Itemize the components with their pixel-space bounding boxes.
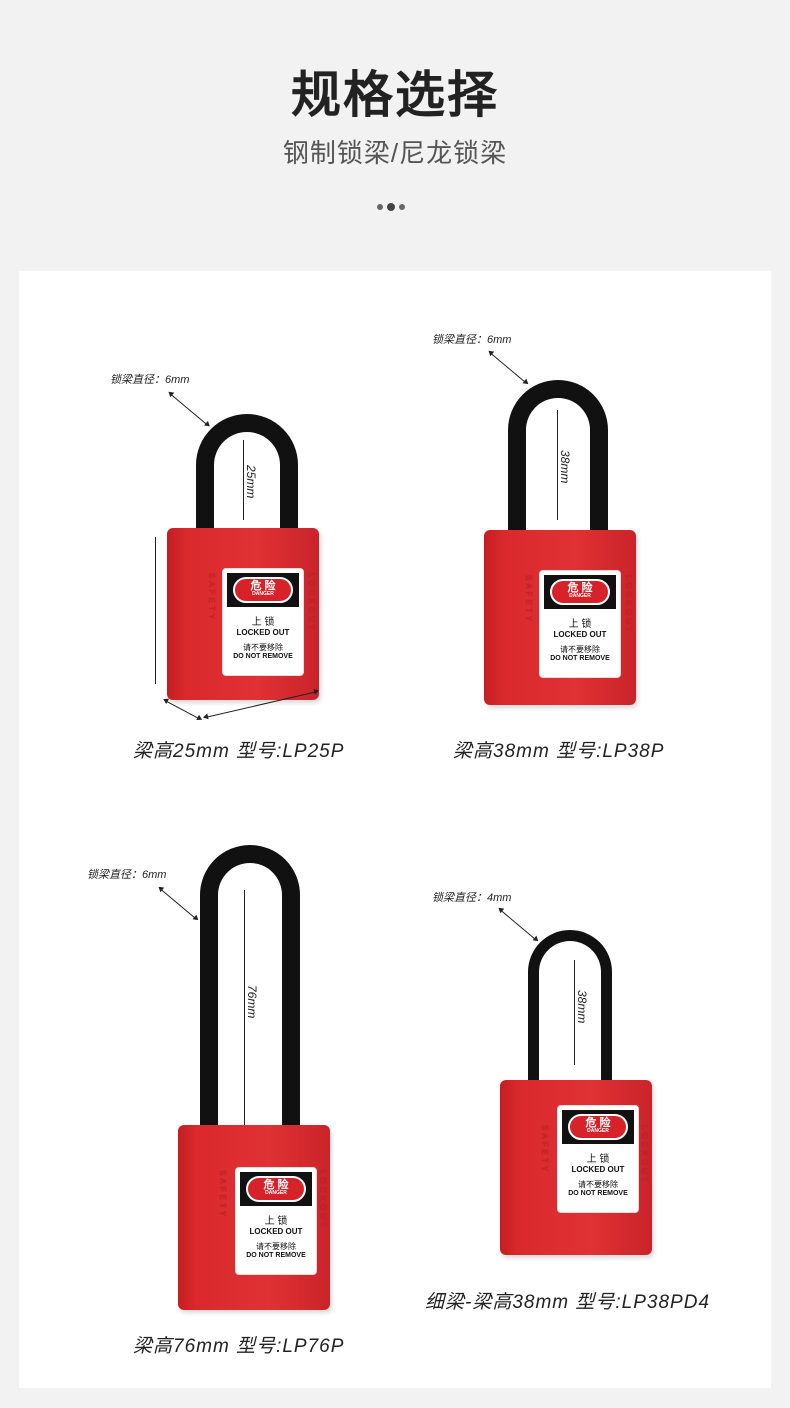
tag-remove-zh: 请不要移除 [578,1180,618,1189]
tag-danger-zh: 危 险 [250,580,276,592]
height-line [244,890,245,1125]
shackle [528,930,612,1090]
height-line [243,440,244,520]
diameter-label: 锁梁直径：6mm [87,869,167,881]
tag-danger-en: DANGER [569,593,591,599]
divider-dots [377,203,405,211]
tag-remove-zh: 请不要移除 [243,643,283,652]
product-caption: 细梁-梁高38mm 型号:LP38PD4 [425,1292,711,1313]
embossed-right: LOCKOUT [318,1170,327,1230]
tag-remove-en: DO NOT REMOVE [550,655,610,662]
product-caption: 梁高25mm 型号:LP25P [133,741,345,762]
embossed-left: SAFETY [540,1125,549,1175]
tag-danger-zh: 危 险 [263,1179,289,1191]
embossed-left: SAFETY [524,575,533,625]
tag-danger-en: DANGER [252,591,274,597]
tag-remove-en: DO NOT REMOVE [233,653,293,660]
embossed-left: SAFETY [207,573,216,623]
tag-locked-zh: 上 锁 [264,1216,288,1227]
height-label: 76mm [245,985,259,1019]
tag-remove-en: DO NOT REMOVE [246,1252,306,1259]
embossed-right: LOCKOUT [307,573,316,633]
tag-locked-zh: 上 锁 [251,617,275,628]
tag-remove-en: DO NOT REMOVE [568,1190,628,1197]
embossed-right: LOCKOUT [624,575,633,635]
tag-locked-en: LOCKED OUT [553,630,607,639]
height-label: 38mm [558,450,572,484]
height-line [574,960,575,1065]
tag-danger-en: DANGER [587,1128,609,1134]
height-line [557,410,558,520]
page-subtitle: 钢制锁梁/尼龙锁梁 [282,138,508,168]
tag-danger-zh: 危 险 [567,582,593,594]
product-caption: 梁高76mm 型号:LP76P [133,1336,345,1357]
tag-danger-zh: 危 险 [585,1117,611,1129]
diameter-label: 锁梁直径：6mm [110,374,190,386]
diameter-label: 锁梁直径：6mm [432,334,512,346]
spec-card [19,271,771,1388]
embossed-right: LOCKOUT [640,1125,649,1185]
tag-remove-zh: 请不要移除 [256,1242,296,1251]
embossed-left: SAFETY [218,1170,227,1220]
tag-danger-en: DANGER [265,1190,287,1196]
height-label: 38mm [575,990,589,1024]
tag-locked-zh: 上 锁 [568,619,592,630]
tag-remove-zh: 请不要移除 [560,645,600,654]
tag-locked-en: LOCKED OUT [571,1165,625,1174]
product-caption: 梁高38mm 型号:LP38P [453,741,665,762]
tag-locked-zh: 上 锁 [586,1154,610,1165]
tag-locked-en: LOCKED OUT [236,628,290,637]
height-label: 25mm [244,465,258,499]
tag-locked-en: LOCKED OUT [249,1227,303,1236]
diameter-label: 锁梁直径：4mm [432,892,512,904]
body-height-line [155,537,156,684]
page-title: 规格选择 [291,67,499,123]
